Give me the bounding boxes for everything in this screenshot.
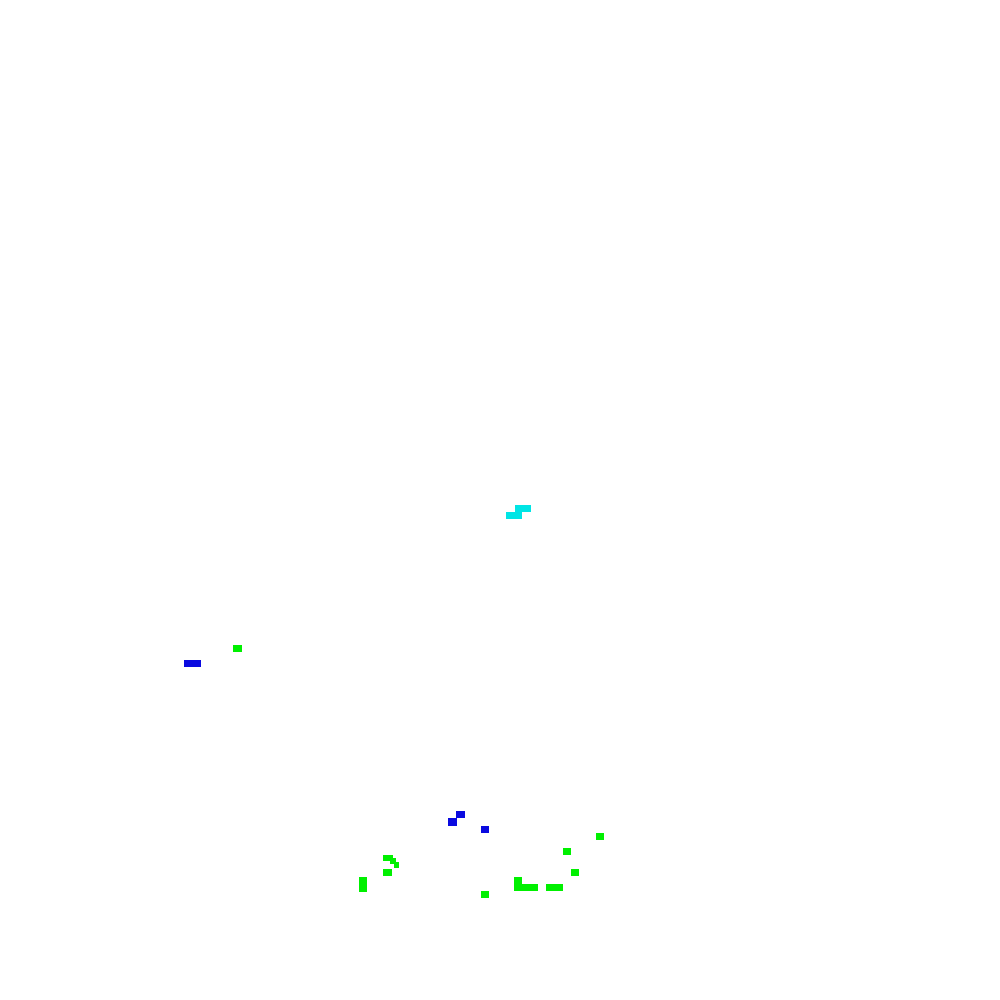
pixel-block: [456, 811, 465, 818]
pixel-block: [184, 660, 201, 667]
pixel-block: [514, 884, 538, 891]
pixel-block: [233, 645, 242, 652]
pixel-block: [390, 858, 396, 864]
pixel-block: [481, 826, 489, 833]
pixel-block: [546, 884, 563, 891]
pixel-block: [359, 877, 367, 892]
pixel-block: [448, 818, 457, 826]
pixel-block: [571, 869, 579, 876]
pixel-block: [383, 869, 392, 876]
pixel-block: [481, 891, 489, 898]
pixel-block: [514, 877, 522, 885]
pixel-block: [394, 862, 399, 868]
pixel-block: [515, 505, 531, 512]
pixel-block: [506, 512, 522, 519]
pixel-block: [563, 848, 571, 855]
pixel-block: [596, 833, 604, 840]
pixel-block: [383, 855, 393, 861]
